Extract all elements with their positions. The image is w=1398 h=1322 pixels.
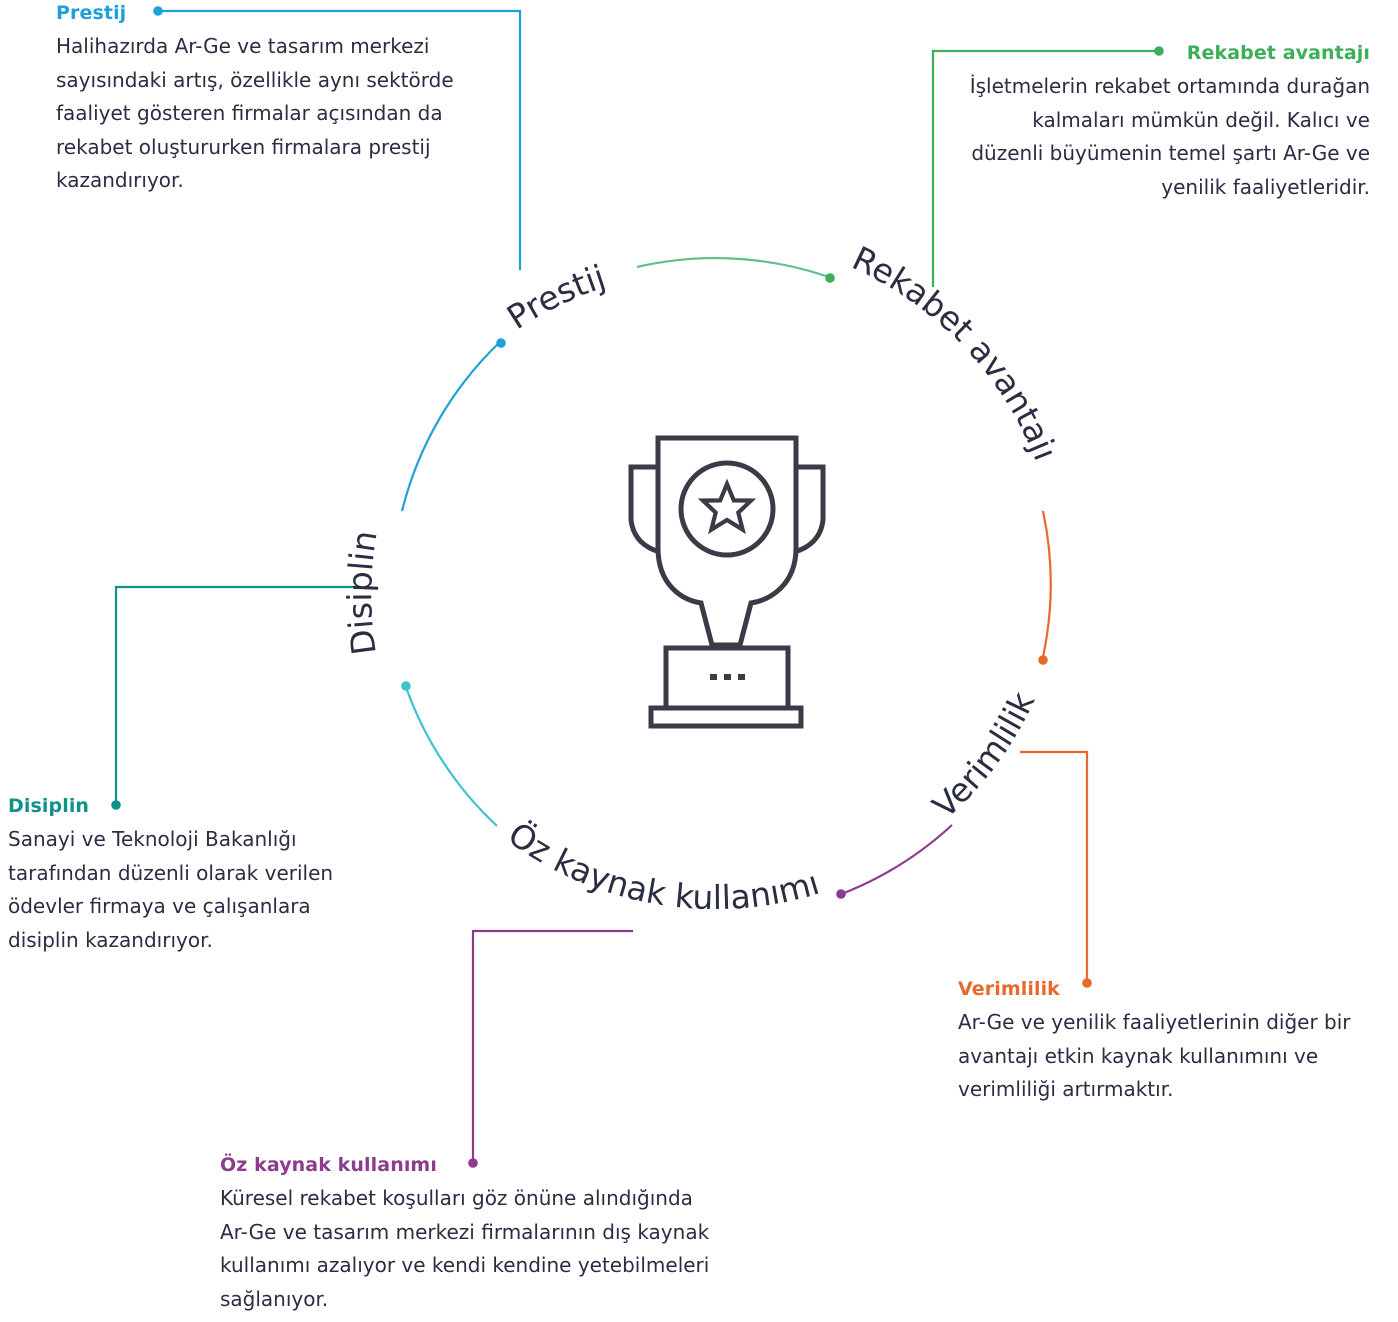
trophy-plate-dots (710, 674, 745, 680)
ring-label-rekabet: Rekabet avantajı (847, 239, 1066, 466)
disiplin-connector (114, 585, 361, 802)
disiplin-connector-dot (111, 800, 121, 810)
rekabet-text: İşletmelerin rekabet ortamında durağan k… (969, 74, 1370, 199)
oz-kaynak-title: Öz kaynak kullanımı (220, 1154, 437, 1176)
verimlilik-text: Ar-Ge ve yenilik faaliyetlerinin diğer b… (958, 1010, 1351, 1101)
disiplin-arc (405, 689, 498, 827)
ring-label-verimlilik: Verimlilik (925, 685, 1043, 826)
prestij-connector-dot (153, 6, 163, 16)
rekabet-connector-dot (1154, 46, 1164, 56)
prestij-text: Halihazırda Ar-Ge ve tasarım merkezi say… (56, 34, 454, 192)
prestij-connector (160, 9, 522, 270)
oz-kaynak-connector-dot (468, 1158, 478, 1168)
prestij-title: Prestij (56, 2, 127, 24)
rekabet-arc (636, 257, 827, 278)
rekabet-block: Rekabet avantajı İşletmelerin rekabet or… (966, 42, 1370, 204)
ring-label-oz-kaynak: Öz kaynak kullanımı (501, 813, 823, 917)
disiplin-text: Sanayi ve Teknoloji Bakanlığı tarafından… (8, 827, 334, 952)
verimlilik-arc-dot (1038, 655, 1048, 665)
prestij-block: Prestij Halihazırda Ar-Ge ve tasarım mer… (56, 2, 496, 198)
disiplin-title: Disiplin (8, 795, 90, 817)
rekabet-title: Rekabet avantajı (1186, 42, 1370, 64)
verimlilik-block: Verimlilik Ar-Ge ve yenilik faaliyetleri… (958, 978, 1358, 1107)
oz-kaynak-connector (471, 929, 633, 1160)
verimlilik-title: Verimlilik (958, 978, 1060, 1000)
prestij-arc (400, 340, 502, 512)
rekabet-arc-dot (825, 273, 835, 283)
prestij-arc-dot (496, 338, 506, 348)
verimlilik-connector-dot (1082, 978, 1092, 988)
ring-label-prestij: Prestij (500, 257, 610, 337)
oz-kaynak-arc (843, 824, 953, 895)
trophy-star-icon (628, 435, 826, 729)
oz-kaynak-arc-dot (836, 889, 846, 899)
disiplin-arc-dot (401, 681, 411, 691)
verimlilik-connector (1020, 750, 1089, 980)
oz-kaynak-text: Küresel rekabet koşulları göz önüne alın… (220, 1186, 710, 1311)
verimlilik-arc (1041, 510, 1052, 658)
oz-kaynak-block: Öz kaynak kullanımı Küresel rekabet koşu… (220, 1154, 720, 1316)
disiplin-block: Disiplin Sanayi ve Teknoloji Bakanlığı t… (8, 795, 378, 957)
rekabet-connector (931, 49, 1158, 287)
ring-label-disiplin: Disiplin (340, 528, 384, 657)
